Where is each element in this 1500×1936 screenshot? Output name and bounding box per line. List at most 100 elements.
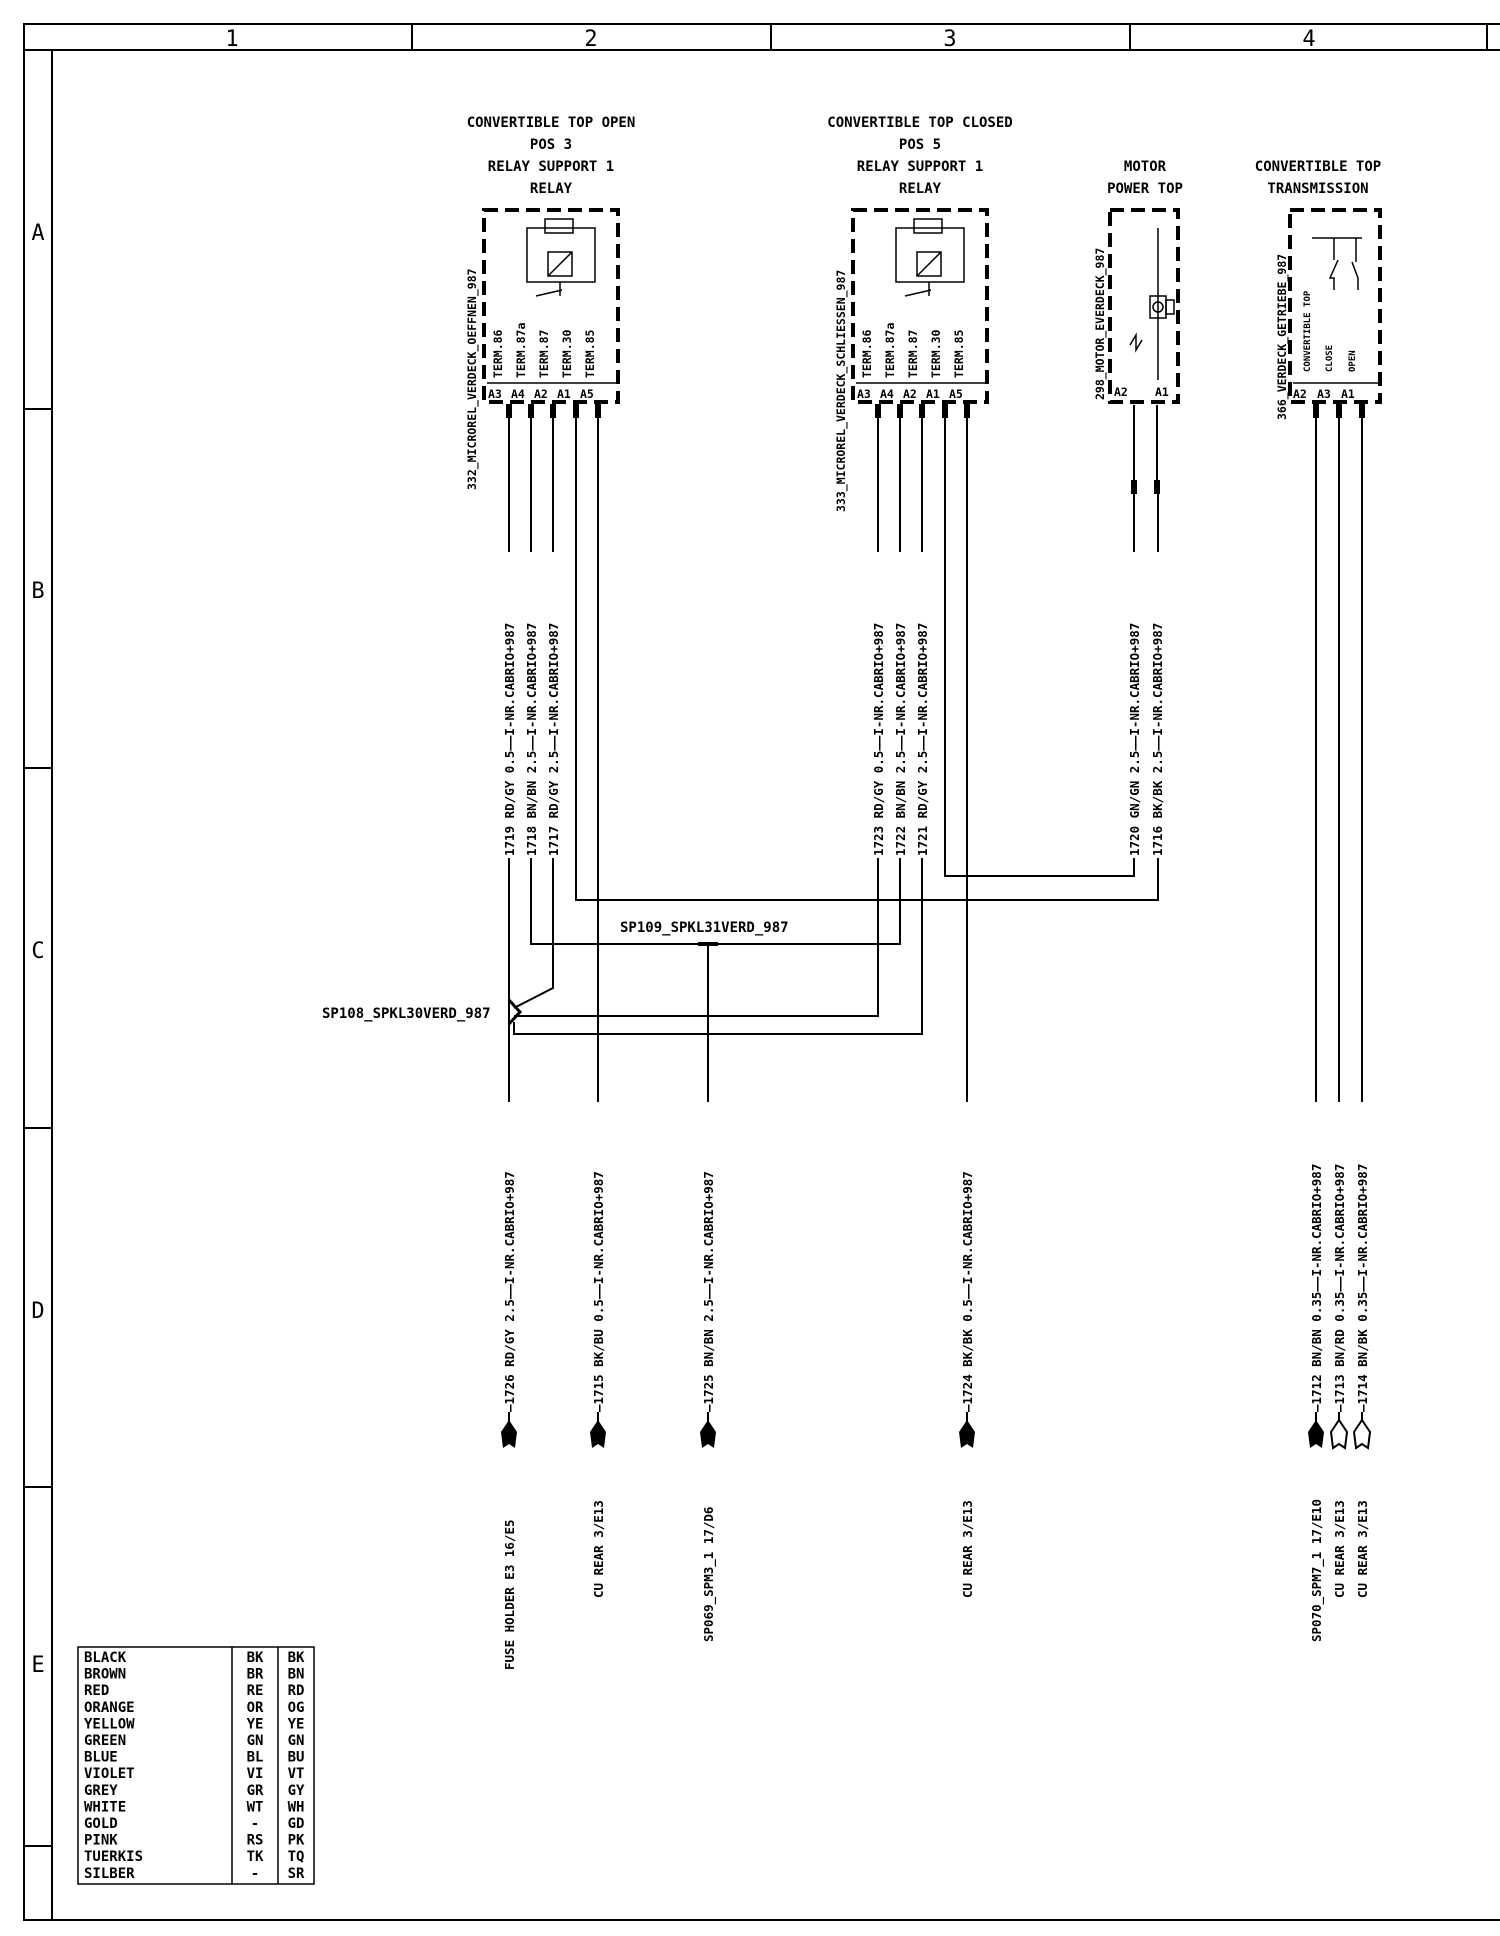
- color-code-new-cell: BN: [288, 1667, 305, 1683]
- svg-text:MOTOR: MOTOR: [1124, 159, 1167, 175]
- color-code-new-cell: WH: [288, 1799, 305, 1815]
- relay-open-title: CONVERTIBLE TOP OPEN POS 3 RELAY SUPPORT…: [467, 115, 636, 197]
- relay-closed-term-30: TERM.30: [929, 329, 943, 378]
- dest-fuse-holder: FUSE HOLDER E3 16/E5: [502, 1519, 517, 1670]
- color-code-old-cell: YE: [247, 1716, 264, 1732]
- transmission-title: CONVERTIBLE TOP TRANSMISSION: [1255, 159, 1381, 197]
- terminal-end-symbols: [501, 1418, 1372, 1450]
- color-code-old-cell: GR: [247, 1783, 264, 1799]
- destination-labels: FUSE HOLDER E3 16/E5 CU REAR 3/E13 SP069…: [502, 1499, 1370, 1670]
- color-code-old-cell: OR: [247, 1700, 264, 1716]
- motor-title: MOTOR POWER TOP: [1107, 159, 1183, 197]
- svg-text:A2: A2: [534, 387, 548, 401]
- grid-row-a: A: [31, 221, 44, 246]
- color-name-cell: BROWN: [84, 1667, 126, 1683]
- relay-open-term-30: TERM.30: [560, 329, 574, 378]
- relay-open-term-85: TERM.85: [583, 329, 597, 378]
- wiring: [507, 405, 1363, 1425]
- color-name-cell: SILBER: [84, 1866, 135, 1882]
- svg-text:POWER TOP: POWER TOP: [1107, 181, 1183, 197]
- svg-text:POS 3: POS 3: [530, 137, 572, 153]
- drawing-frame: 1 2 3 4 A B C D E: [23, 23, 1500, 1921]
- wire-1716-label: 1716 BK/BK 2.5——I-NR.CABRIO+987: [1150, 623, 1165, 856]
- motor-id: 298_MOTOR_EVERDECK_987: [1093, 248, 1108, 400]
- svg-text:RELAY SUPPORT 1: RELAY SUPPORT 1: [488, 159, 614, 175]
- color-code-new-cell: YE: [288, 1716, 305, 1732]
- dest-sp070: SP070_SPM7_1 17/E10: [1309, 1499, 1325, 1642]
- relay-closed-term-86: TERM.86: [860, 329, 874, 378]
- relay-closed-term-87: TERM.87: [906, 329, 920, 378]
- grid-row-c: C: [31, 939, 44, 964]
- svg-text:A2: A2: [903, 387, 917, 401]
- color-code-new-cell: RD: [288, 1683, 305, 1699]
- wire-1718-label: 1718 BN/BN 2.5——I-NR.CABRIO+987: [524, 623, 539, 856]
- relay-open-term-87a: TERM.87a: [514, 323, 528, 378]
- relay-closed-id: 333_MICROREL_VERDECK_SCHLIESSEN_987: [834, 270, 849, 512]
- grid-column-1: 1: [225, 27, 238, 52]
- wire-1726-label: —1726 RD/GY 2.5——I-NR.CABRIO+987: [502, 1171, 517, 1412]
- color-name-cell: GOLD: [84, 1816, 118, 1832]
- color-code-new-cell: GY: [288, 1783, 305, 1799]
- color-name-cell: GREY: [84, 1783, 118, 1799]
- dest-cu-rear-1715: CU REAR 3/E13: [591, 1500, 606, 1598]
- color-code-old-cell: WT: [247, 1799, 264, 1815]
- color-code-new-cell: OG: [288, 1700, 305, 1716]
- svg-text:CONVERTIBLE TOP OPEN: CONVERTIBLE TOP OPEN: [467, 115, 636, 131]
- svg-text:A1: A1: [1341, 387, 1355, 401]
- color-name-cell: TUERKIS: [84, 1849, 143, 1865]
- color-code-new-cell: BK: [288, 1650, 305, 1666]
- color-name-cell: YELLOW: [84, 1716, 135, 1732]
- grid-row-d: D: [31, 1299, 44, 1324]
- svg-text:A4: A4: [511, 387, 525, 401]
- splice-sp108-label: SP108_SPKL30VERD_987: [322, 1006, 491, 1022]
- svg-text:A5: A5: [949, 387, 963, 401]
- svg-text:A4: A4: [880, 387, 894, 401]
- svg-text:A2: A2: [1114, 385, 1128, 399]
- motor-component: 298_MOTOR_EVERDECK_987 A2 A1: [1093, 208, 1180, 404]
- svg-text:A5: A5: [580, 387, 594, 401]
- color-code-new-cell: GD: [288, 1816, 305, 1832]
- color-code-new-cell: TQ: [288, 1849, 305, 1865]
- color-code-old-cell: BR: [247, 1667, 264, 1683]
- color-code-new-cell: GN: [288, 1733, 305, 1749]
- wire-1720-label: 1720 GN/GN 2.5——I-NR.CABRIO+987: [1127, 623, 1142, 856]
- relay-open-id: 332_MICROREL_VERDECK_OEFFNEN_987: [465, 268, 480, 490]
- relay-open-component: 332_MICROREL_VERDECK_OEFFNEN_987 TERM.86…: [465, 208, 620, 490]
- color-code-old-cell: BK: [247, 1650, 264, 1666]
- grid-column-4: 4: [1302, 27, 1315, 52]
- relay-open-term-87: TERM.87: [537, 329, 551, 378]
- color-name-cell: VIOLET: [84, 1766, 135, 1782]
- transmission-id: 366_VERDECK_GETRIEBE_987: [1275, 254, 1290, 420]
- wire-1724-label: —1724 BK/BK 0.5——I-NR.CABRIO+987: [960, 1171, 975, 1412]
- lower-wire-labels: —1726 RD/GY 2.5——I-NR.CABRIO+987 —1715 B…: [499, 1102, 1372, 1412]
- upper-wire-labels: 1719 RD/GY 0.5——I-NR.CABRIO+987 1718 BN/…: [498, 552, 1166, 858]
- color-code-new-cell: SR: [288, 1866, 305, 1882]
- svg-text:RELAY SUPPORT 1: RELAY SUPPORT 1: [857, 159, 983, 175]
- color-code-old-cell: GN: [247, 1733, 264, 1749]
- transmission-close-label: CLOSE: [1325, 345, 1335, 372]
- color-name-cell: RED: [84, 1683, 109, 1699]
- svg-text:A1: A1: [1155, 385, 1169, 399]
- svg-text:TRANSMISSION: TRANSMISSION: [1267, 181, 1368, 197]
- color-name-cell: ORANGE: [84, 1700, 135, 1716]
- grid-column-2: 2: [584, 27, 597, 52]
- color-code-new-cell: VT: [288, 1766, 305, 1782]
- relay-open-term-86: TERM.86: [491, 329, 505, 378]
- svg-text:A1: A1: [557, 387, 571, 401]
- relay-closed-term-85: TERM.85: [952, 329, 966, 378]
- dest-cu-rear-1713: CU REAR 3/E13: [1332, 1500, 1347, 1598]
- color-code-new-cell: BU: [288, 1750, 305, 1766]
- dest-cu-rear-1724: CU REAR 3/E13: [960, 1500, 975, 1598]
- svg-text:CONVERTIBLE TOP: CONVERTIBLE TOP: [1255, 159, 1381, 175]
- svg-text:RELAY: RELAY: [530, 181, 573, 197]
- wire-1723-label: 1723 RD/GY 0.5——I-NR.CABRIO+987: [871, 623, 886, 856]
- transmission-component: 366_VERDECK_GETRIEBE_987 CONVERTIBLE TOP…: [1275, 208, 1382, 420]
- relay-closed-title: CONVERTIBLE TOP CLOSED POS 5 RELAY SUPPO…: [827, 115, 1012, 197]
- transmission-inner-label: CONVERTIBLE TOP: [1303, 290, 1313, 372]
- svg-text:A3: A3: [857, 387, 871, 401]
- grid-row-b: B: [31, 579, 44, 604]
- wire-1713-label: —1713 BN/RD 0.35——I-NR.CABRIO+987: [1332, 1164, 1347, 1412]
- color-name-cell: BLUE: [84, 1750, 118, 1766]
- color-code-old-cell: BL: [247, 1750, 264, 1766]
